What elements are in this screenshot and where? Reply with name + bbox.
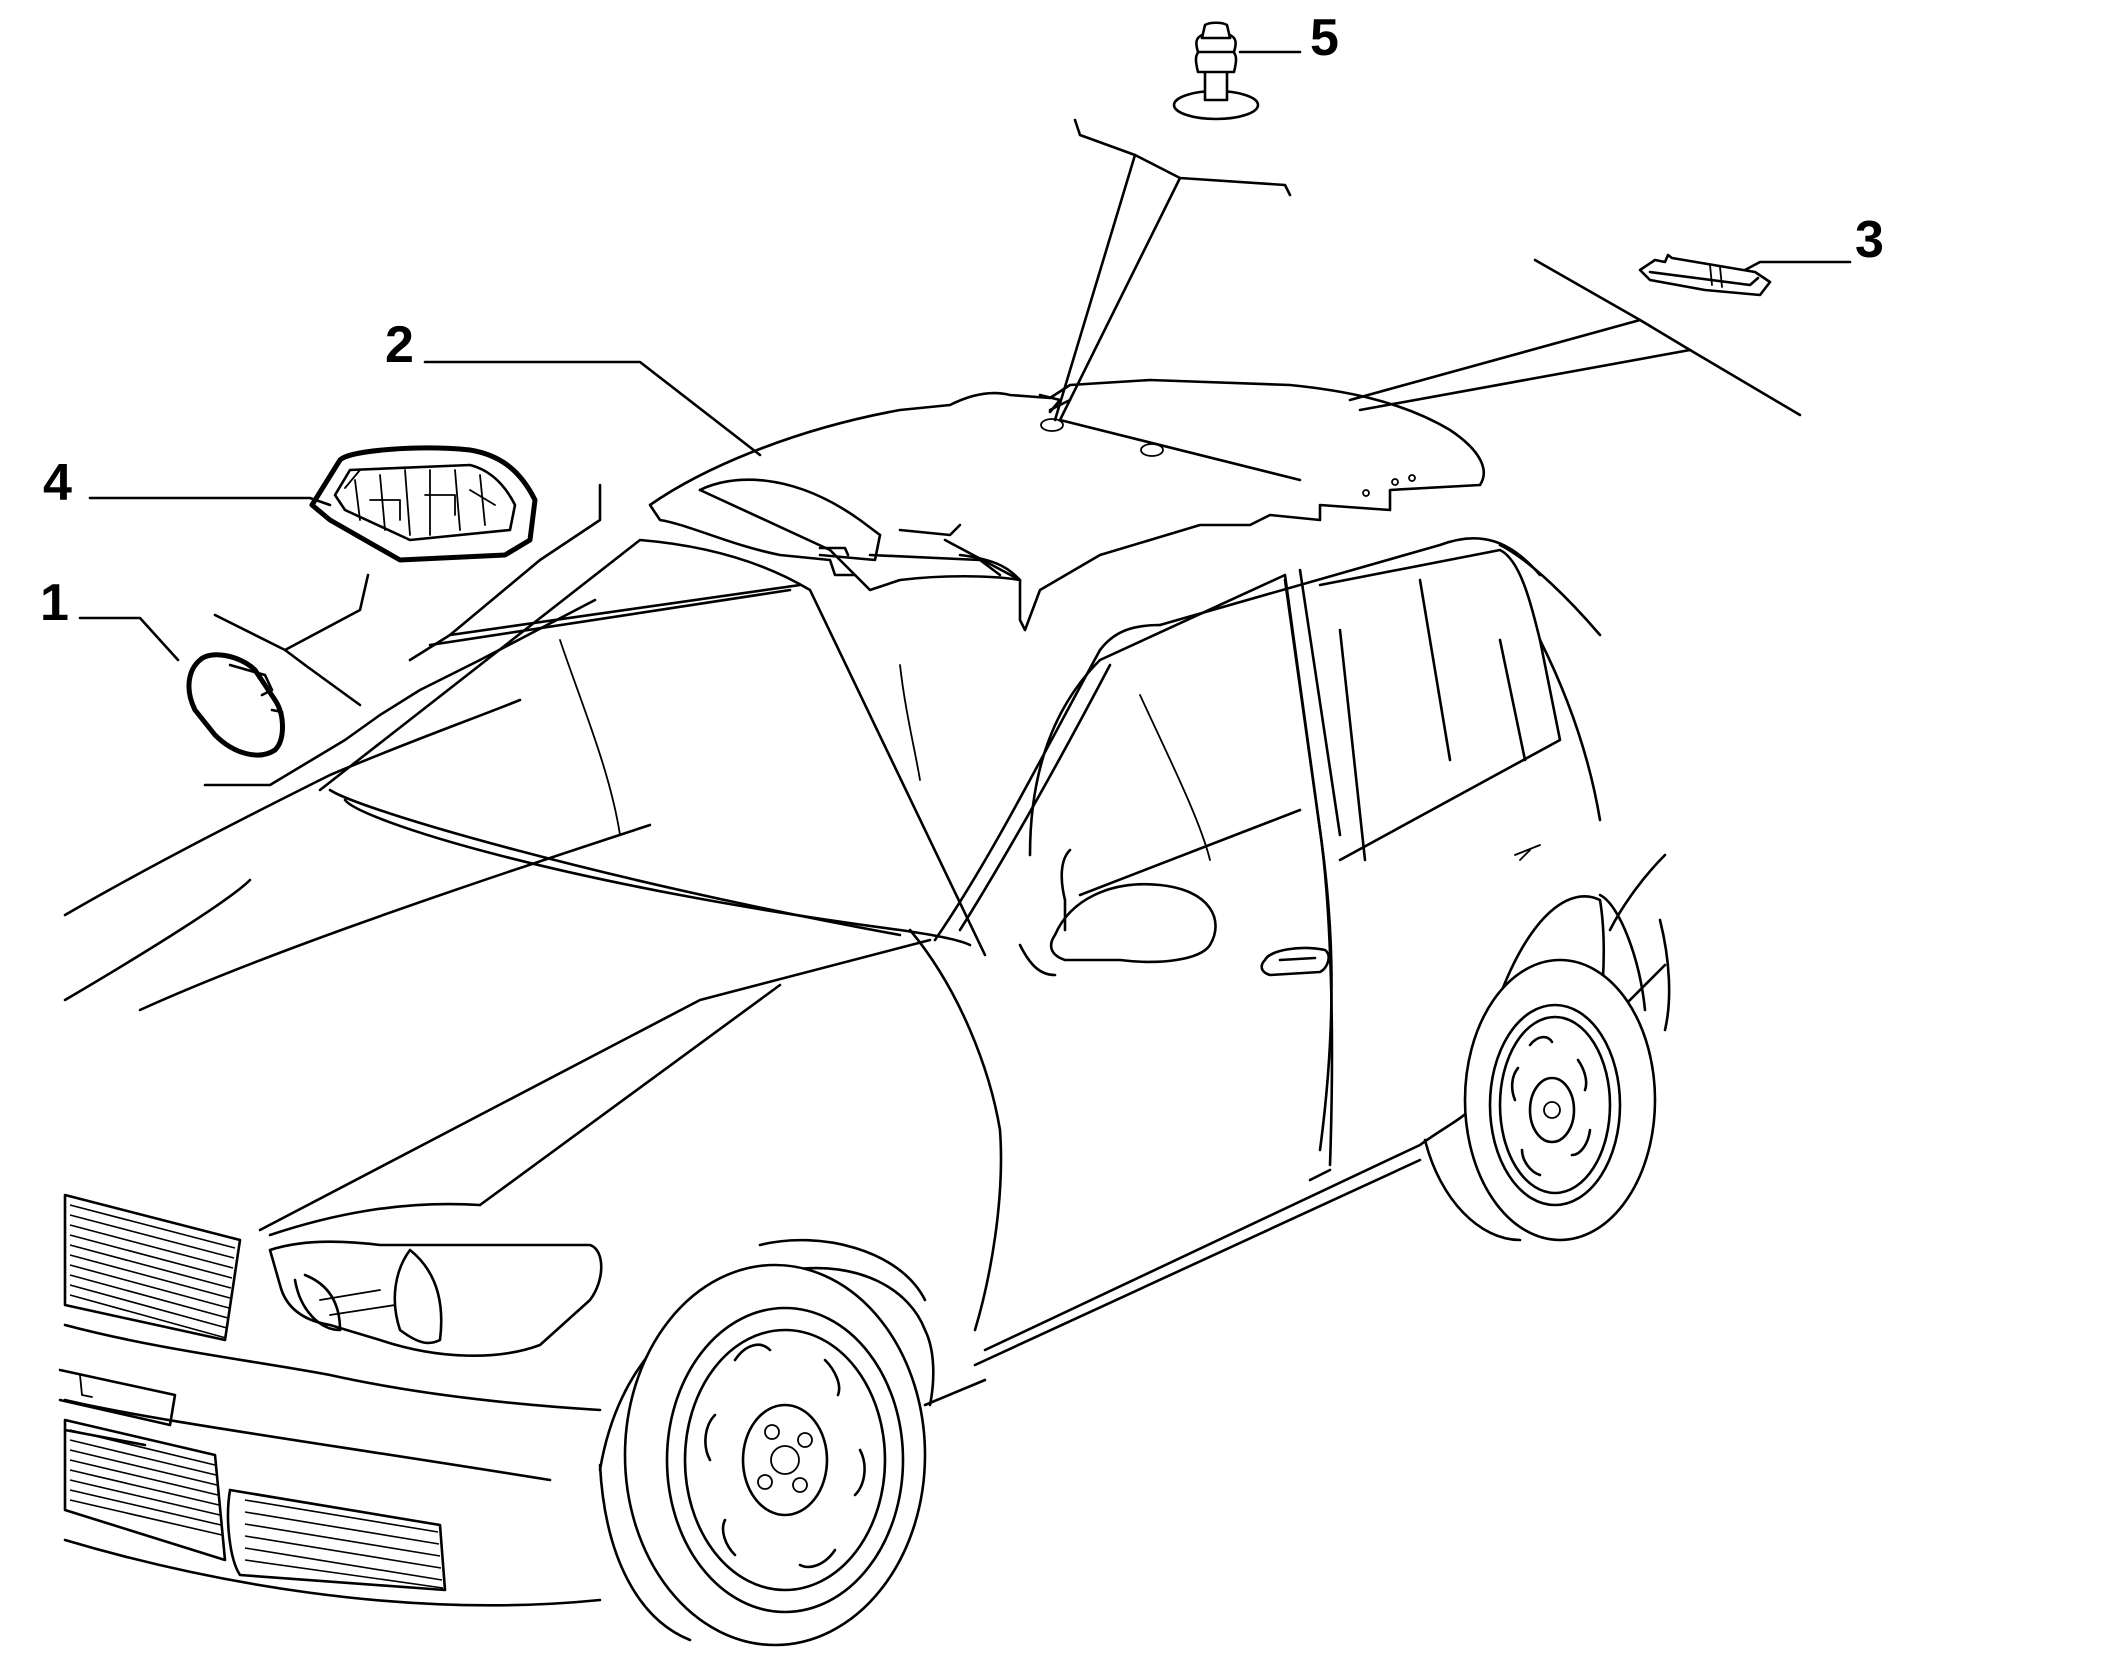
callout-4: 4 (43, 454, 72, 512)
car-body (58, 537, 1667, 1607)
callout-labels: 1 2 3 4 5 (40, 9, 1884, 632)
door-handle (1260, 946, 1330, 977)
push-pin-part (1172, 21, 1260, 121)
callout-2: 2 (385, 316, 414, 374)
rear-lamp-lens-part (1638, 253, 1772, 297)
leader-lines (78, 50, 1852, 787)
courtesy-light-part (186, 652, 285, 758)
callout-5: 5 (1310, 9, 1339, 67)
front-wheel (598, 1263, 927, 1647)
side-mirror (1018, 848, 1217, 977)
callout-3: 3 (1855, 211, 1884, 269)
front-roof-lamp-part (309, 445, 538, 563)
rear-wheel (1423, 893, 1671, 1242)
callout-1: 1 (40, 574, 69, 632)
roof-headliner (648, 378, 1486, 632)
